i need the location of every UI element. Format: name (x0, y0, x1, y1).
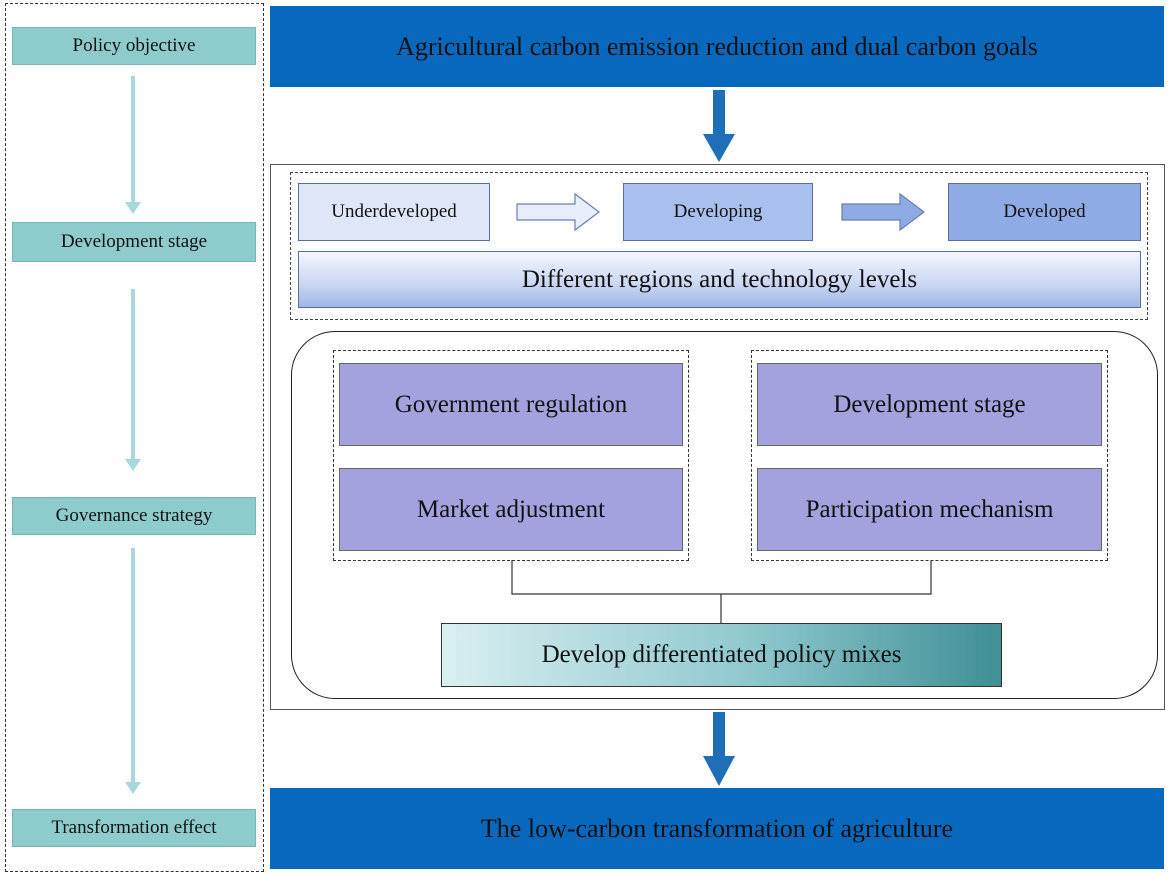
development-stage-group (290, 172, 1148, 320)
policy-objective-banner: Agricultural carbon emission reduction a… (270, 6, 1164, 87)
transformation-effect-banner: The low-carbon transformation of agricul… (270, 788, 1164, 869)
level-arrow-2-icon (841, 192, 925, 232)
level-developed: Developed (948, 183, 1141, 241)
middle-frame (270, 164, 1165, 710)
government-regulation-box: Government regulation (339, 363, 683, 446)
participation-mechanism-box: Participation mechanism (757, 468, 1102, 551)
down-arrow-top-icon (703, 90, 735, 162)
strategy-group-left (333, 350, 689, 561)
stage-governance: Governance strategy (12, 497, 256, 535)
level-underdeveloped: Underdeveloped (298, 183, 490, 241)
strategy-group-right (751, 350, 1108, 561)
governance-strategy-container (291, 331, 1158, 699)
development-stage-box: Development stage (757, 363, 1102, 446)
stage-arrow-3-icon (125, 548, 141, 794)
left-stage-frame (5, 3, 264, 872)
stage-arrow-1-icon (125, 76, 141, 214)
level-developing: Developing (623, 183, 813, 241)
market-adjustment-box: Market adjustment (339, 468, 683, 551)
stage-transformation: Transformation effect (12, 809, 256, 847)
policy-mix-box: Develop differentiated policy mixes (441, 623, 1002, 687)
regions-technology-bar: Different regions and technology levels (298, 251, 1141, 308)
strategy-connector-lines (511, 560, 932, 623)
stage-development: Development stage (12, 222, 256, 262)
stage-flow-arrows (125, 76, 141, 794)
stage-arrow-2-icon (125, 289, 141, 471)
level-arrow-1-icon (516, 192, 600, 232)
stage-policy-objective: Policy objective (12, 27, 256, 65)
down-arrow-bottom-icon (703, 712, 735, 786)
